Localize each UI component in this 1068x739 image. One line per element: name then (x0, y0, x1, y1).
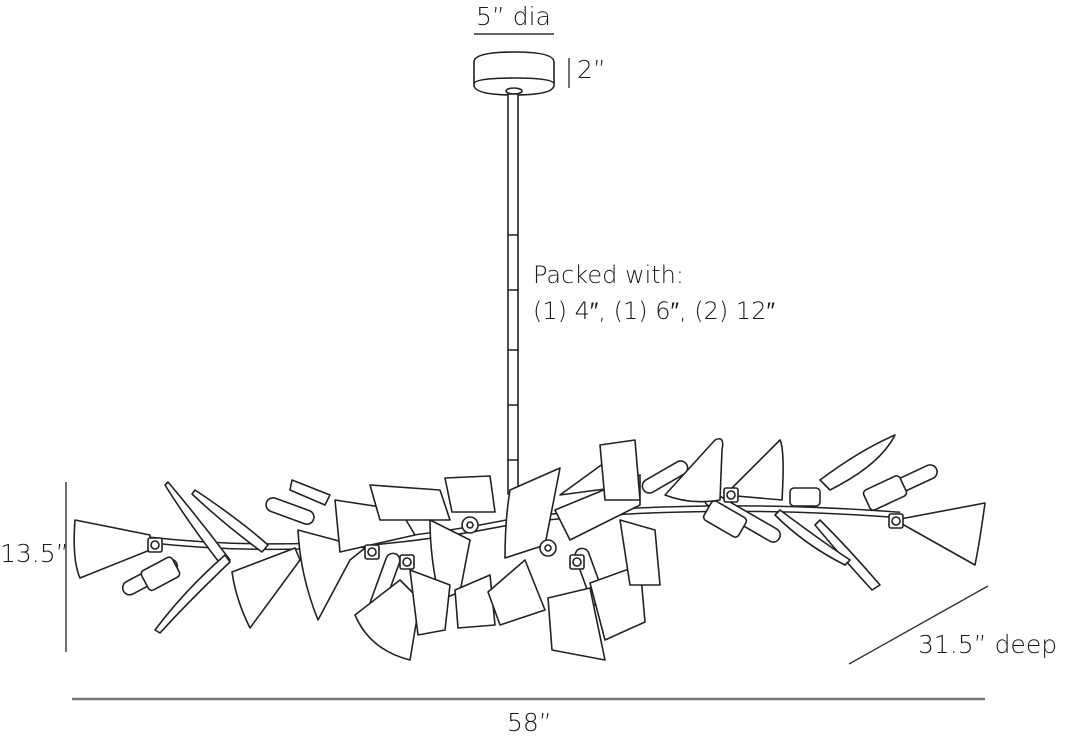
downrod (507, 93, 519, 495)
chandelier-body (73, 434, 986, 661)
depth-label: 31.5” deep (918, 630, 1058, 659)
canopy-height-label: 2” (577, 55, 606, 84)
canopy (473, 51, 555, 96)
canopy-diameter-label: 5” dia (476, 2, 551, 31)
depth-rule (848, 585, 989, 665)
downrod-note-detail: (1) 4″, (1) 6″, (2) 12″ (533, 297, 775, 325)
downrod-note-title: Packed with: (533, 261, 684, 289)
width-label: 58” (507, 708, 552, 737)
height-label: 13.5” (0, 539, 69, 568)
